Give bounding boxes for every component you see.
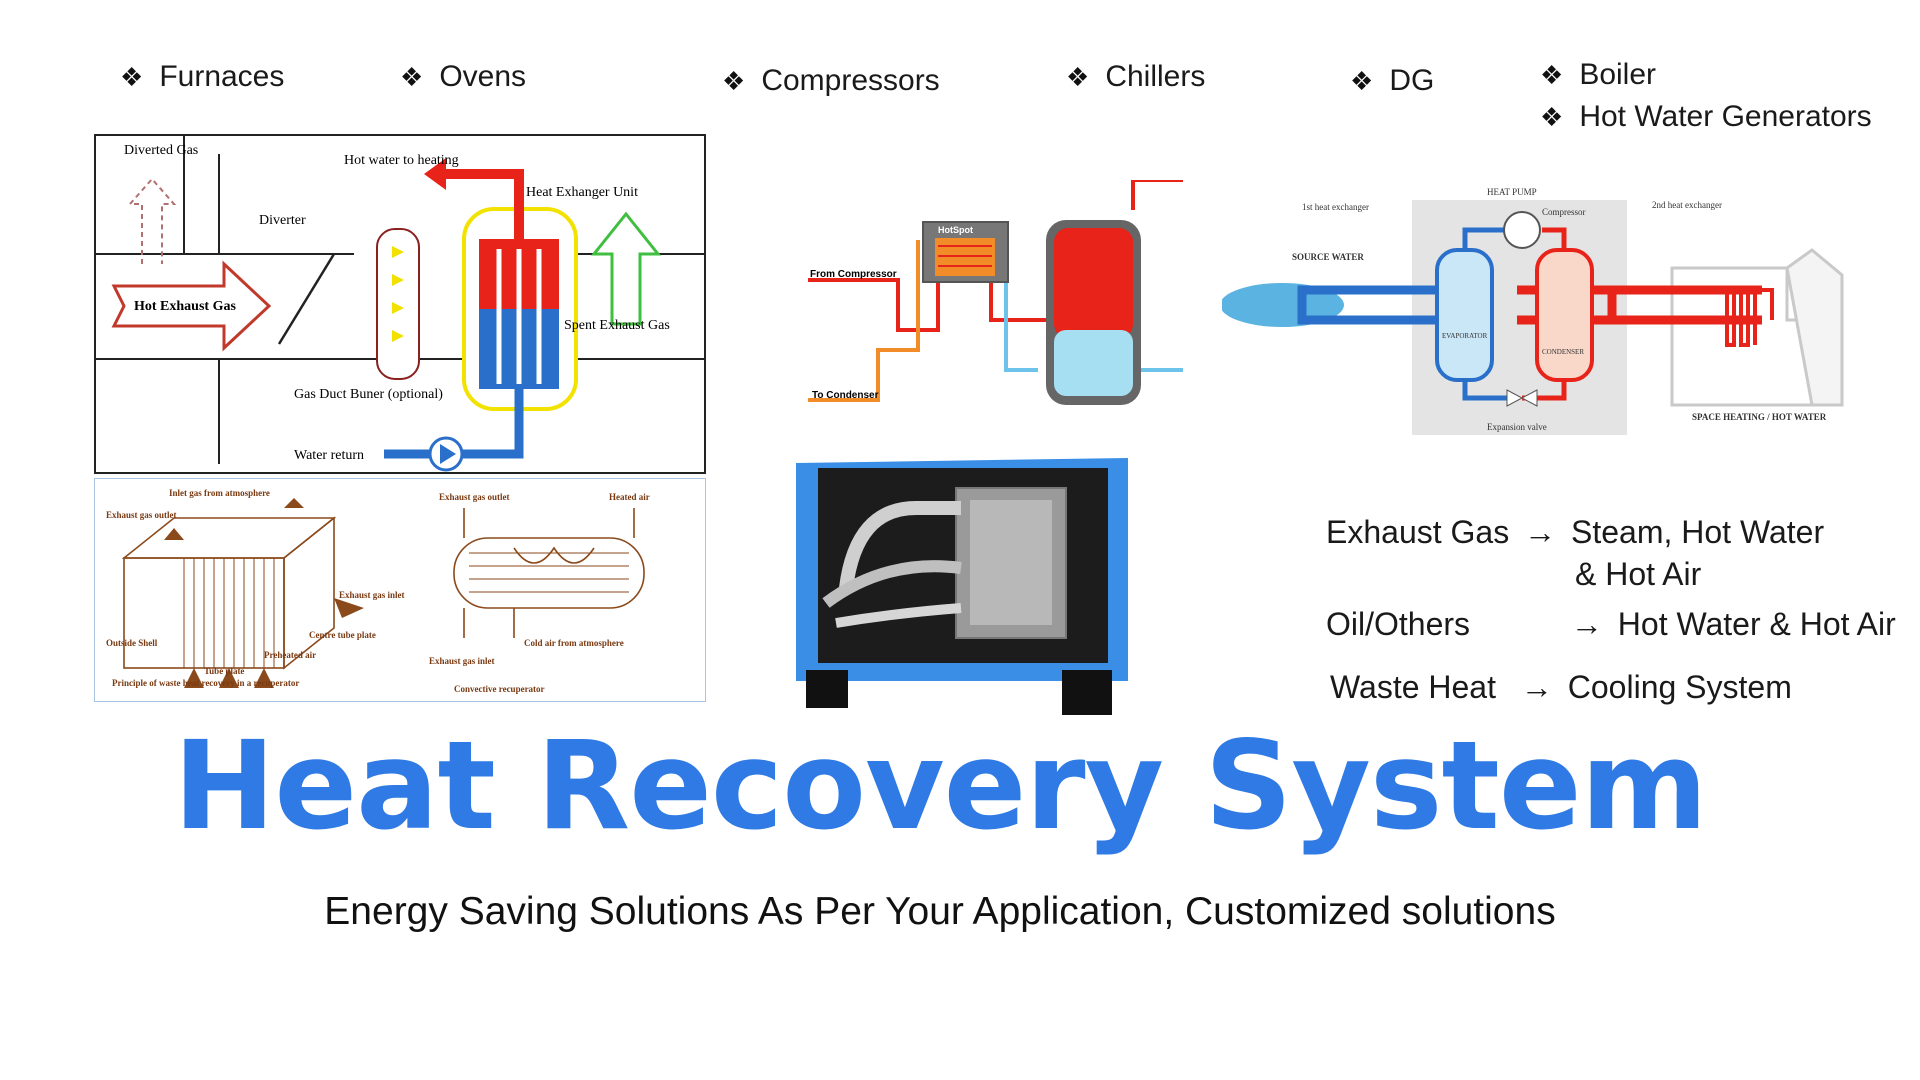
label-caption-left: Principle of waste heat recovery in a re… [112, 678, 299, 688]
label-source-water: SOURCE WATER [1292, 252, 1364, 262]
label-heat-pump: HEAT PUMP [1487, 187, 1537, 197]
label-water-return: Water return [294, 448, 364, 463]
diamond-bullet-icon: ❖ [1540, 101, 1564, 132]
diamond-bullet-icon: ❖ [1350, 65, 1374, 96]
label-first-hx: 1st heat exchanger [1302, 202, 1369, 212]
label-caption-right: Convective recuperator [454, 684, 545, 694]
application-hot-water-generators: ❖ Hot Water Generators [1540, 100, 1872, 134]
label-to-condenser: To Condenser [812, 390, 879, 401]
label-preheated-air: Preheated air [264, 650, 316, 660]
exhaust-heat-exchanger-diagram: Diverted Gas Hot water to heating Divert… [94, 134, 706, 474]
label-gas-duct-burner: Gas Duct Buner (optional) [294, 387, 443, 402]
mapping-target: Steam, Hot Water [1570, 514, 1825, 550]
application-label: Compressors [761, 64, 940, 97]
label-exhaust-inlet: Exhaust gas inlet [339, 590, 405, 600]
mapping-exhaust-gas-line2: & Hot Air [1575, 556, 1701, 593]
application-label: Ovens [439, 60, 527, 93]
heat-pump-diagram: HEAT PUMP Compressor 1st heat exchanger … [1222, 187, 1844, 435]
label-diverted-gas: Diverted Gas [124, 143, 198, 158]
diamond-bullet-icon: ❖ [120, 61, 144, 92]
mapping-target: Cooling System [1567, 669, 1792, 705]
diamond-bullet-icon: ❖ [1540, 59, 1564, 90]
label-outside-shell: Outside Shell [106, 638, 158, 648]
application-furnaces: ❖ Furnaces [120, 60, 284, 94]
label-second-hx: 2nd heat exchanger [1652, 200, 1722, 210]
diamond-bullet-icon: ❖ [400, 61, 424, 92]
application-label: DG [1389, 64, 1435, 97]
application-label: Furnaces [159, 60, 285, 93]
label-inlet-gas: Inlet gas from atmosphere [169, 488, 270, 498]
application-label: Chillers [1105, 60, 1206, 93]
mapping-target-continued: & Hot Air [1575, 556, 1702, 592]
application-chillers: ❖ Chillers [1066, 60, 1205, 94]
page-title: Heat Recovery System [173, 715, 1707, 857]
application-dg: ❖ DG [1350, 64, 1434, 98]
diamond-bullet-icon: ❖ [722, 65, 746, 96]
label-heat-exchanger-unit: Heat Exhanger Unit [526, 185, 638, 200]
arrow-right-icon: → [1520, 669, 1553, 705]
mapping-source: Oil/Others [1326, 606, 1471, 642]
compressor-heat-recovery-diagram: HotSpot From Compressor To Condenser [808, 180, 1183, 405]
application-label: Boiler [1579, 58, 1657, 91]
mapping-exhaust-gas: Exhaust Gas → Steam, Hot Water [1326, 514, 1824, 551]
label-exhaust-inlet-right: Exhaust gas inlet [429, 656, 495, 666]
arrow-right-icon: → [1524, 514, 1557, 550]
label-hot-water: Hot water to heating [344, 153, 459, 168]
label-from-compressor: From Compressor [810, 269, 897, 280]
application-compressors: ❖ Compressors [722, 64, 940, 98]
mapping-target: Hot Water & Hot Air [1617, 606, 1896, 642]
label-hot-exhaust: Hot Exhaust Gas [134, 299, 236, 314]
label-heated-air: Heated air [609, 492, 650, 502]
label-condenser: CONDENSER [1542, 348, 1584, 356]
mapping-waste-heat: Waste Heat → Cooling System [1330, 669, 1792, 706]
label-hotspot: HotSpot [938, 225, 973, 235]
label-tube-plate: Tube plate [204, 666, 244, 676]
label-exhaust-outlet-left: Exhaust gas outlet [106, 510, 177, 520]
label-space-heating: SPACE HEATING / HOT WATER [1692, 412, 1827, 422]
mapping-source: Exhaust Gas [1326, 514, 1510, 550]
label-spent-exhaust: Spent Exhaust Gas [564, 318, 670, 333]
mapping-source: Waste Heat [1330, 669, 1496, 705]
application-boiler: ❖ Boiler [1540, 58, 1656, 92]
label-exhaust-outlet-right: Exhaust gas outlet [439, 492, 510, 502]
diamond-bullet-icon: ❖ [1066, 61, 1090, 92]
label-hp-compressor: Compressor [1542, 207, 1586, 217]
application-ovens: ❖ Ovens [400, 60, 526, 94]
recuperator-diagram: Inlet gas from atmosphere Exhaust gas ou… [94, 478, 706, 702]
label-expansion-valve: Expansion valve [1487, 422, 1547, 432]
heat-recovery-unit-image [796, 458, 1128, 715]
mapping-oil-others: Oil/Others → Hot Water & Hot Air [1326, 606, 1896, 643]
arrow-right-icon: → [1570, 606, 1603, 642]
label-centre-tube-plate: Centre tube plate [309, 630, 376, 640]
label-evaporator: EVAPORATOR [1442, 332, 1488, 340]
label-diverter: Diverter [259, 213, 306, 228]
application-label: Hot Water Generators [1579, 100, 1872, 133]
label-cold-air: Cold air from atmosphere [524, 638, 624, 648]
page-subtitle: Energy Saving Solutions As Per Your Appl… [324, 890, 1556, 933]
